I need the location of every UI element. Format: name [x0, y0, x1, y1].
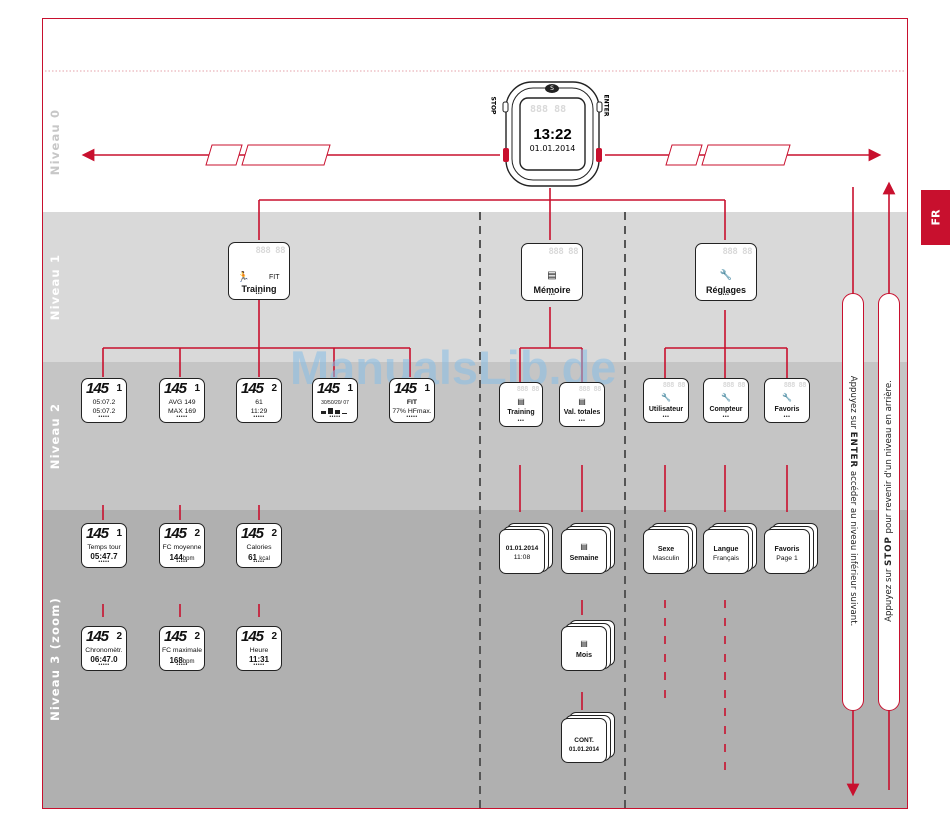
language-tab: FR	[921, 190, 950, 245]
level-0-band	[43, 19, 907, 211]
memory-icon: ▤	[578, 397, 586, 406]
stop-pill	[878, 293, 900, 711]
wrench-icon: 🔧	[661, 393, 671, 402]
memoire-menu-screen[interactable]: 888 88 ▤ Mémoire •••	[521, 243, 583, 301]
device-date: 01.01.2014	[529, 144, 576, 153]
memory-icon: ▤	[580, 639, 588, 648]
cont-stack: CONT. 01.01.2014	[561, 712, 617, 764]
memory-icon: ▤	[547, 270, 557, 281]
semaine-stack: ▤ Semaine	[561, 523, 617, 575]
wrench-icon: 🔧	[719, 270, 733, 281]
stop-button-label: STOP	[489, 96, 497, 115]
sexe-stack: Sexe Masculin	[643, 523, 699, 575]
favoris-stack: Favoris Page 1	[764, 523, 820, 575]
reglages-compteur-screen[interactable]: 888 88 🔧 Compteur •••	[703, 378, 749, 423]
wrench-icon: 🔧	[721, 393, 731, 402]
diagram-frame	[42, 18, 908, 809]
langue-stack: Langue Français	[703, 523, 759, 575]
memory-icon: ▤	[580, 542, 588, 551]
training-label: Training	[241, 284, 277, 294]
memoire-totals-screen[interactable]: 888 88 ▤ Val. totales •••	[559, 382, 605, 427]
reglages-label: Réglages	[705, 285, 747, 295]
training-tag: FIT	[269, 274, 280, 281]
reglages-menu-screen[interactable]: 888 88 🔧 Réglages •••	[695, 243, 757, 301]
logo-icon: S	[545, 84, 559, 93]
device-screen-ghost: 888 88	[530, 104, 567, 115]
memory-icon: ▤	[517, 397, 525, 406]
memoire-label: Mémoire	[533, 285, 571, 295]
level-1-band	[43, 212, 907, 362]
enter-pill	[842, 293, 864, 711]
enter-button-label: ENTER	[602, 94, 610, 117]
watch-device: S STOP ENTER 888 88 13:22 01.01.2014	[489, 80, 609, 188]
wrench-icon: 🔧	[782, 393, 792, 402]
zone-bars-icon	[321, 408, 351, 414]
reglages-utilisateur-screen[interactable]: 888 88 🔧 Utilisateur •••	[643, 378, 689, 423]
training-menu-screen[interactable]: 888 88 🏃 FIT Training •••	[228, 242, 290, 300]
memoire-training-detail-stack: 01.01.2014 11:08	[499, 523, 555, 575]
mois-stack: ▤ Mois	[561, 620, 617, 672]
memoire-training-screen[interactable]: 888 88 ▤ Training •••	[499, 382, 543, 427]
device-time: 13:22	[533, 126, 572, 143]
reglages-favoris-screen[interactable]: 888 88 🔧 Favoris •••	[764, 378, 810, 423]
runner-icon: 🏃	[237, 272, 250, 283]
